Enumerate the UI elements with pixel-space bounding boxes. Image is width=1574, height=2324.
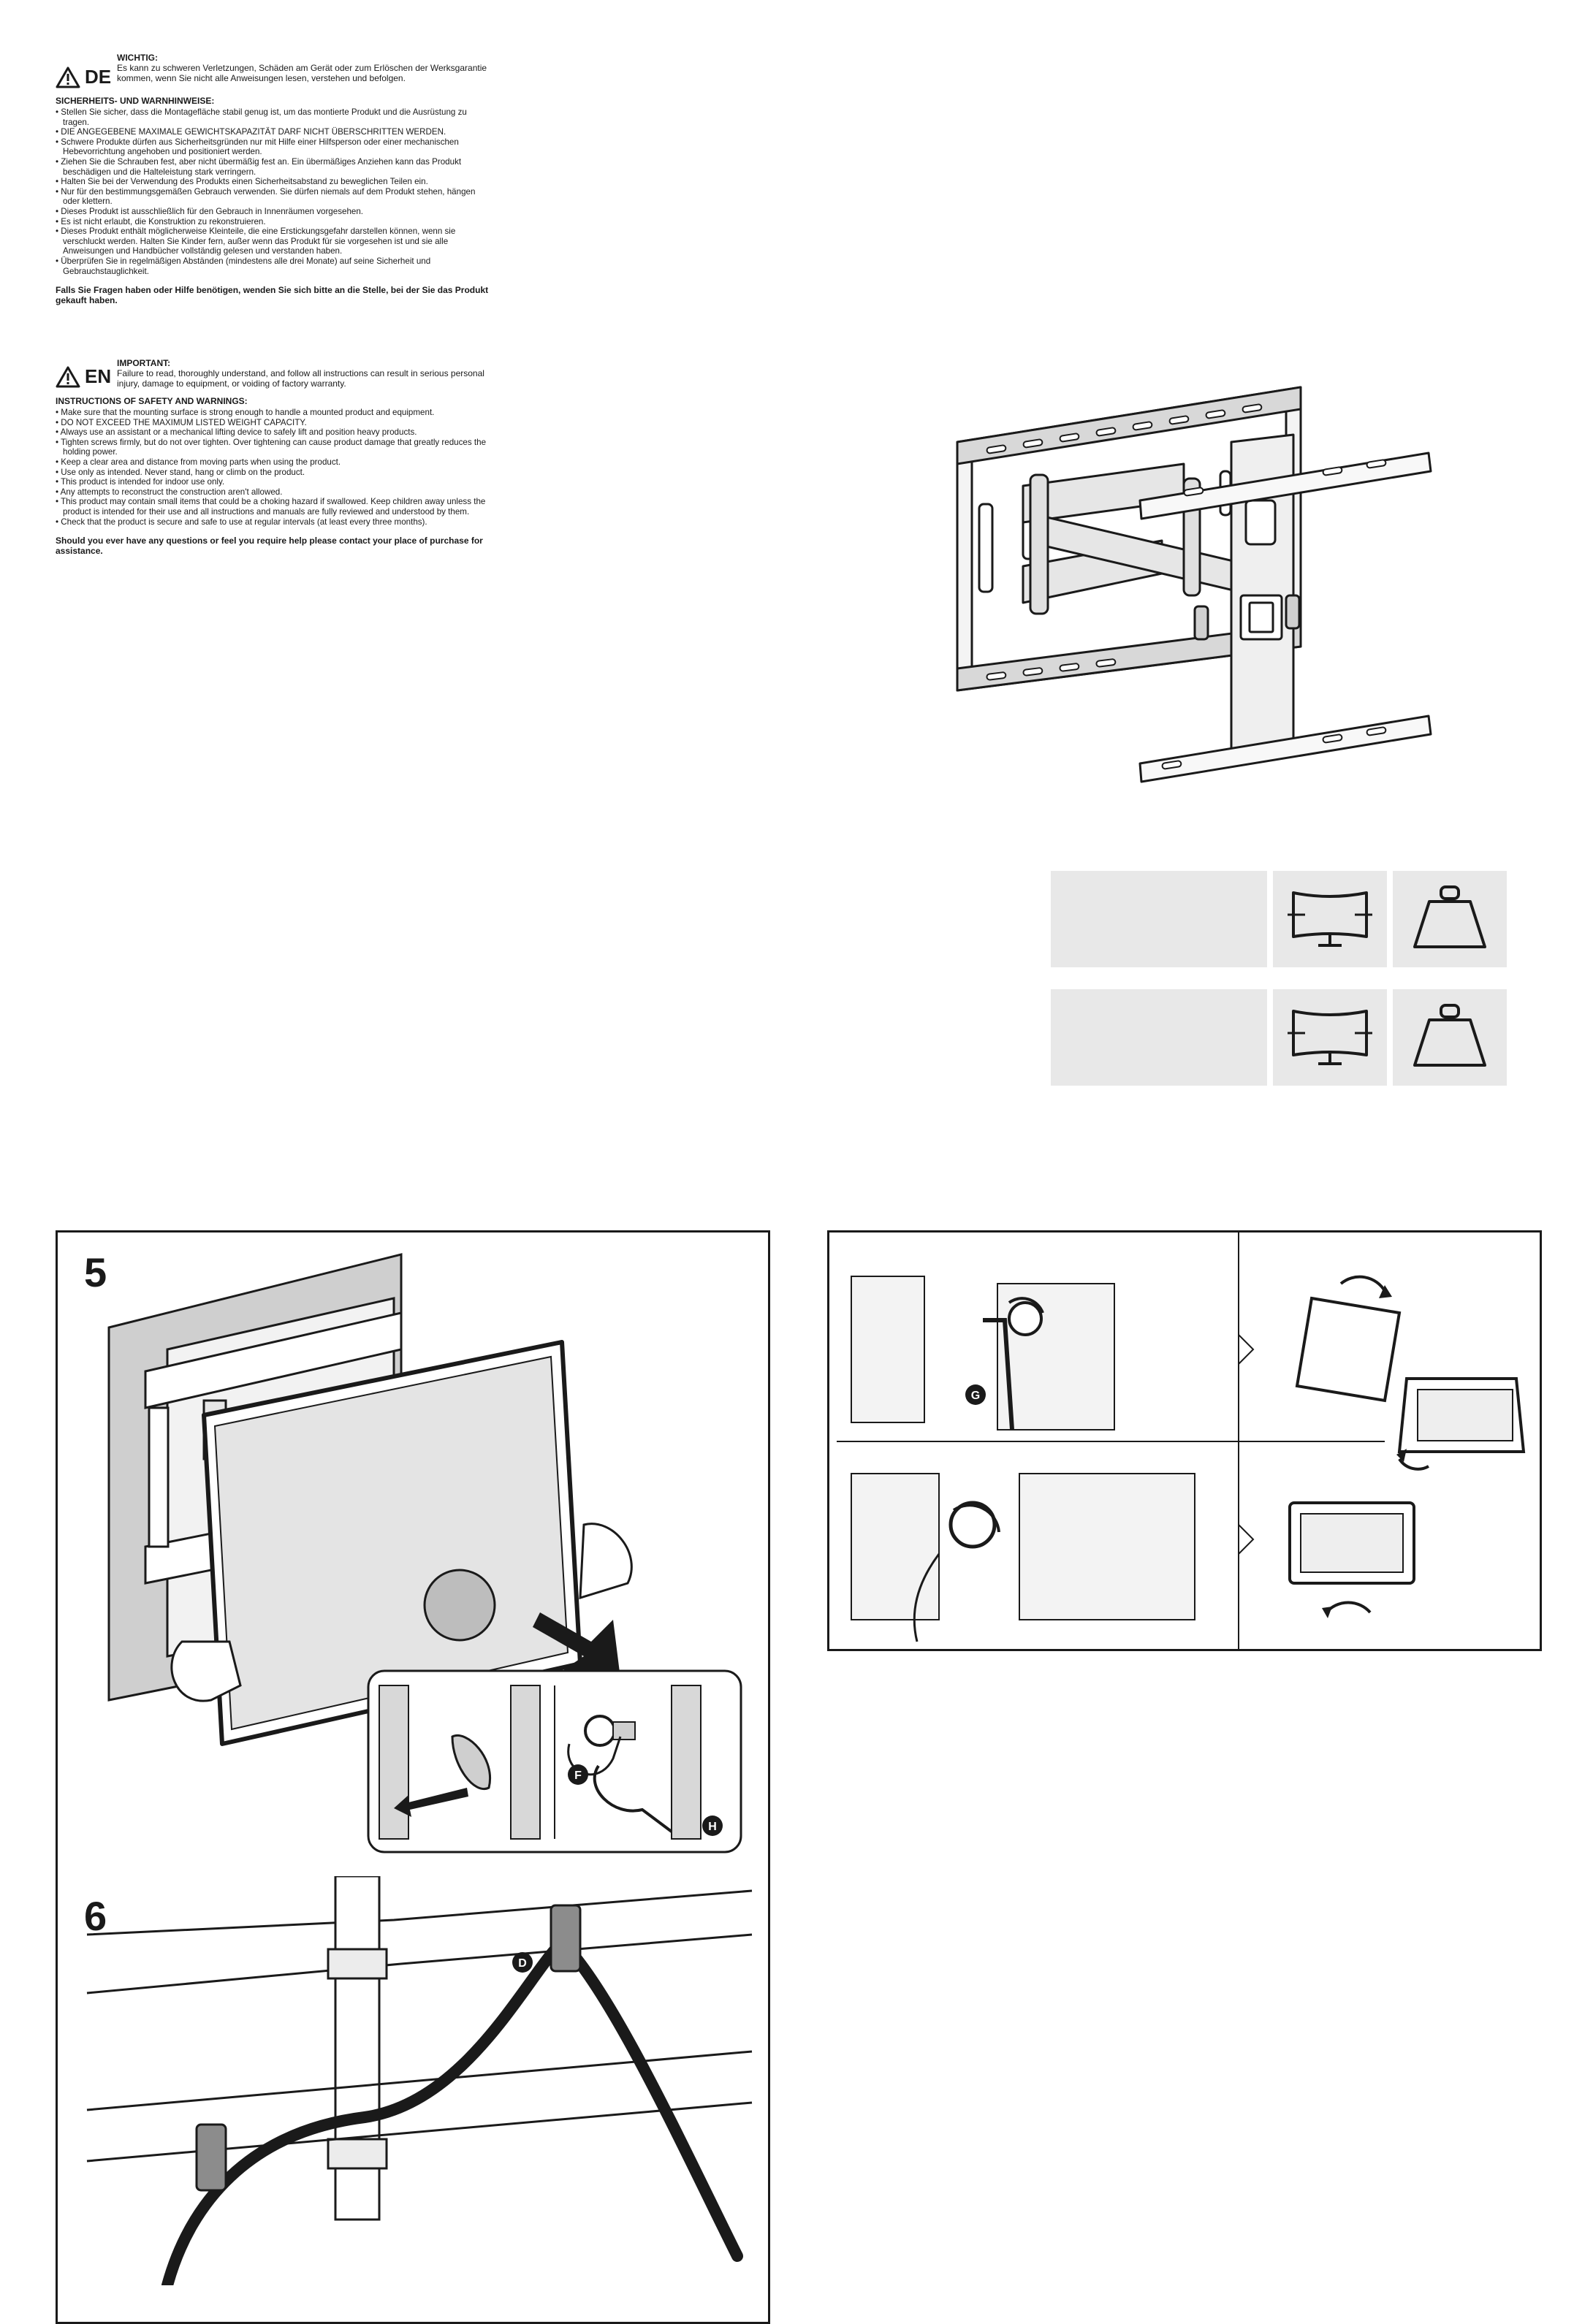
- safety-title-de: SICHERHEITS- UND WARNHINWEISE:: [56, 96, 215, 106]
- rotate-arrow-icon: [1396, 1449, 1407, 1462]
- callout-badge-g: G: [965, 1384, 986, 1405]
- list-item: Stellen Sie sicher, dass die Montagefläc…: [56, 107, 494, 127]
- step-6-panel: 6 D: [56, 1876, 770, 2324]
- language-badge-en: EN: [56, 365, 117, 388]
- callout-label-d: D: [518, 1957, 527, 1970]
- list-item: Es ist nicht erlaubt, die Konstruktion z…: [56, 217, 494, 227]
- rotate-arrow-icon: [1379, 1285, 1392, 1298]
- important-header-en: EN IMPORTANT: Failure to read, thoroughl…: [56, 358, 494, 389]
- tv-size-icon: [1288, 891, 1372, 947]
- language-code-en: EN: [85, 365, 112, 387]
- callout-label-h: H: [708, 1821, 717, 1833]
- callout-label-f: F: [574, 1769, 582, 1782]
- adjustment-panel: G: [827, 1230, 1542, 1651]
- rotate-illustration: [1288, 1501, 1415, 1618]
- list-item: Dieses Produkt enthält möglicherweise Kl…: [56, 226, 494, 256]
- safety-list-en: Make sure that the mounting surface is s…: [56, 408, 494, 527]
- list-item: Schwere Produkte dürfen aus Sicherheitsg…: [56, 137, 494, 157]
- list-item: DO NOT EXCEED THE MAXIMUM LISTED WEIGHT …: [56, 418, 494, 428]
- safety-title-en: INSTRUCTIONS OF SAFETY AND WARNINGS:: [56, 396, 248, 406]
- list-item: This product may contain small items tha…: [56, 497, 494, 517]
- important-title-de: WICHTIG:: [117, 53, 158, 63]
- list-item: Any attempts to reconstruct the construc…: [56, 487, 494, 498]
- callout-label-g: G: [971, 1390, 980, 1402]
- contact-note-en: Should you ever have any questions or fe…: [56, 536, 483, 557]
- warning-icon: [56, 366, 80, 387]
- list-item: Check that the product is secure and saf…: [56, 517, 494, 527]
- list-item: Keep a clear area and distance from movi…: [56, 457, 494, 468]
- list-item: Use only as intended. Never stand, hang …: [56, 468, 494, 478]
- list-item: Always use an assistant or a mechanical …: [56, 427, 494, 438]
- list-item: Tighten screws firmly, but do not over t…: [56, 438, 494, 457]
- list-item: Make sure that the mounting surface is s…: [56, 408, 494, 418]
- spec-tv-size-cell: [1273, 871, 1387, 967]
- step-6-illustration: D: [86, 1876, 753, 2285]
- safety-list-de: Stellen Sie sicher, dass die Montagefläc…: [56, 107, 494, 276]
- language-code-de: DE: [85, 66, 112, 88]
- weight-icon: [1413, 885, 1486, 948]
- important-title-en: IMPORTANT:: [117, 358, 171, 368]
- step-number-5: 5: [84, 1249, 107, 1295]
- list-item: This product is intended for indoor use …: [56, 477, 494, 487]
- important-text-de: Es kann zu schweren Verletzungen, Schäde…: [117, 63, 487, 83]
- list-item: Überprüfen Sie in regelmäßigen Abständen…: [56, 256, 494, 276]
- spec-tv-size-cell: [1273, 989, 1387, 1086]
- spec-weight-cell: [1393, 871, 1507, 967]
- list-item: DIE ANGEGEBENE MAXIMALE GEWICHTSKAPAZITÄ…: [56, 127, 494, 137]
- safety-block-en: EN IMPORTANT: Failure to read, thoroughl…: [56, 358, 494, 556]
- callout-badge-d: D: [512, 1952, 533, 1973]
- list-item: Halten Sie bei der Verwendung des Produk…: [56, 177, 494, 187]
- spec-value-cell: [1051, 871, 1267, 967]
- safety-block-de: DE WICHTIG: Es kann zu schweren Verletzu…: [56, 53, 494, 305]
- spec-weight-cell: [1393, 989, 1507, 1086]
- contact-note-de: Falls Sie Fragen haben oder Hilfe benöti…: [56, 285, 489, 306]
- weight-icon: [1413, 1004, 1486, 1067]
- product-illustration: [956, 386, 1432, 783]
- tv-size-icon: [1288, 1010, 1372, 1065]
- step-number-6: 6: [84, 1893, 107, 1939]
- step-5-panel: 5 F H: [56, 1230, 770, 1881]
- callout-badge-f: F: [568, 1764, 588, 1785]
- step-5-illustration: F H: [107, 1253, 742, 1854]
- spec-value-cell: [1051, 989, 1267, 1086]
- list-item: Nur für den bestimmungsgemäßen Gebrauch …: [56, 187, 494, 207]
- important-text-en: Failure to read, thoroughly understand, …: [117, 368, 484, 389]
- tilt-illustration: [1295, 1275, 1402, 1403]
- rotate-arrow-icon: [1322, 1607, 1332, 1618]
- swivel-illustration: [1396, 1377, 1526, 1471]
- language-badge-de: DE: [56, 66, 117, 88]
- callout-badge-h: H: [702, 1816, 723, 1836]
- list-item: Ziehen Sie die Schrauben fest, aber nich…: [56, 157, 494, 177]
- adjustment-illustration: G: [837, 1233, 1526, 1649]
- list-item: Dieses Produkt ist ausschließlich für de…: [56, 207, 494, 217]
- warning-icon: [56, 66, 80, 88]
- important-header-de: DE WICHTIG: Es kann zu schweren Verletzu…: [56, 53, 494, 88]
